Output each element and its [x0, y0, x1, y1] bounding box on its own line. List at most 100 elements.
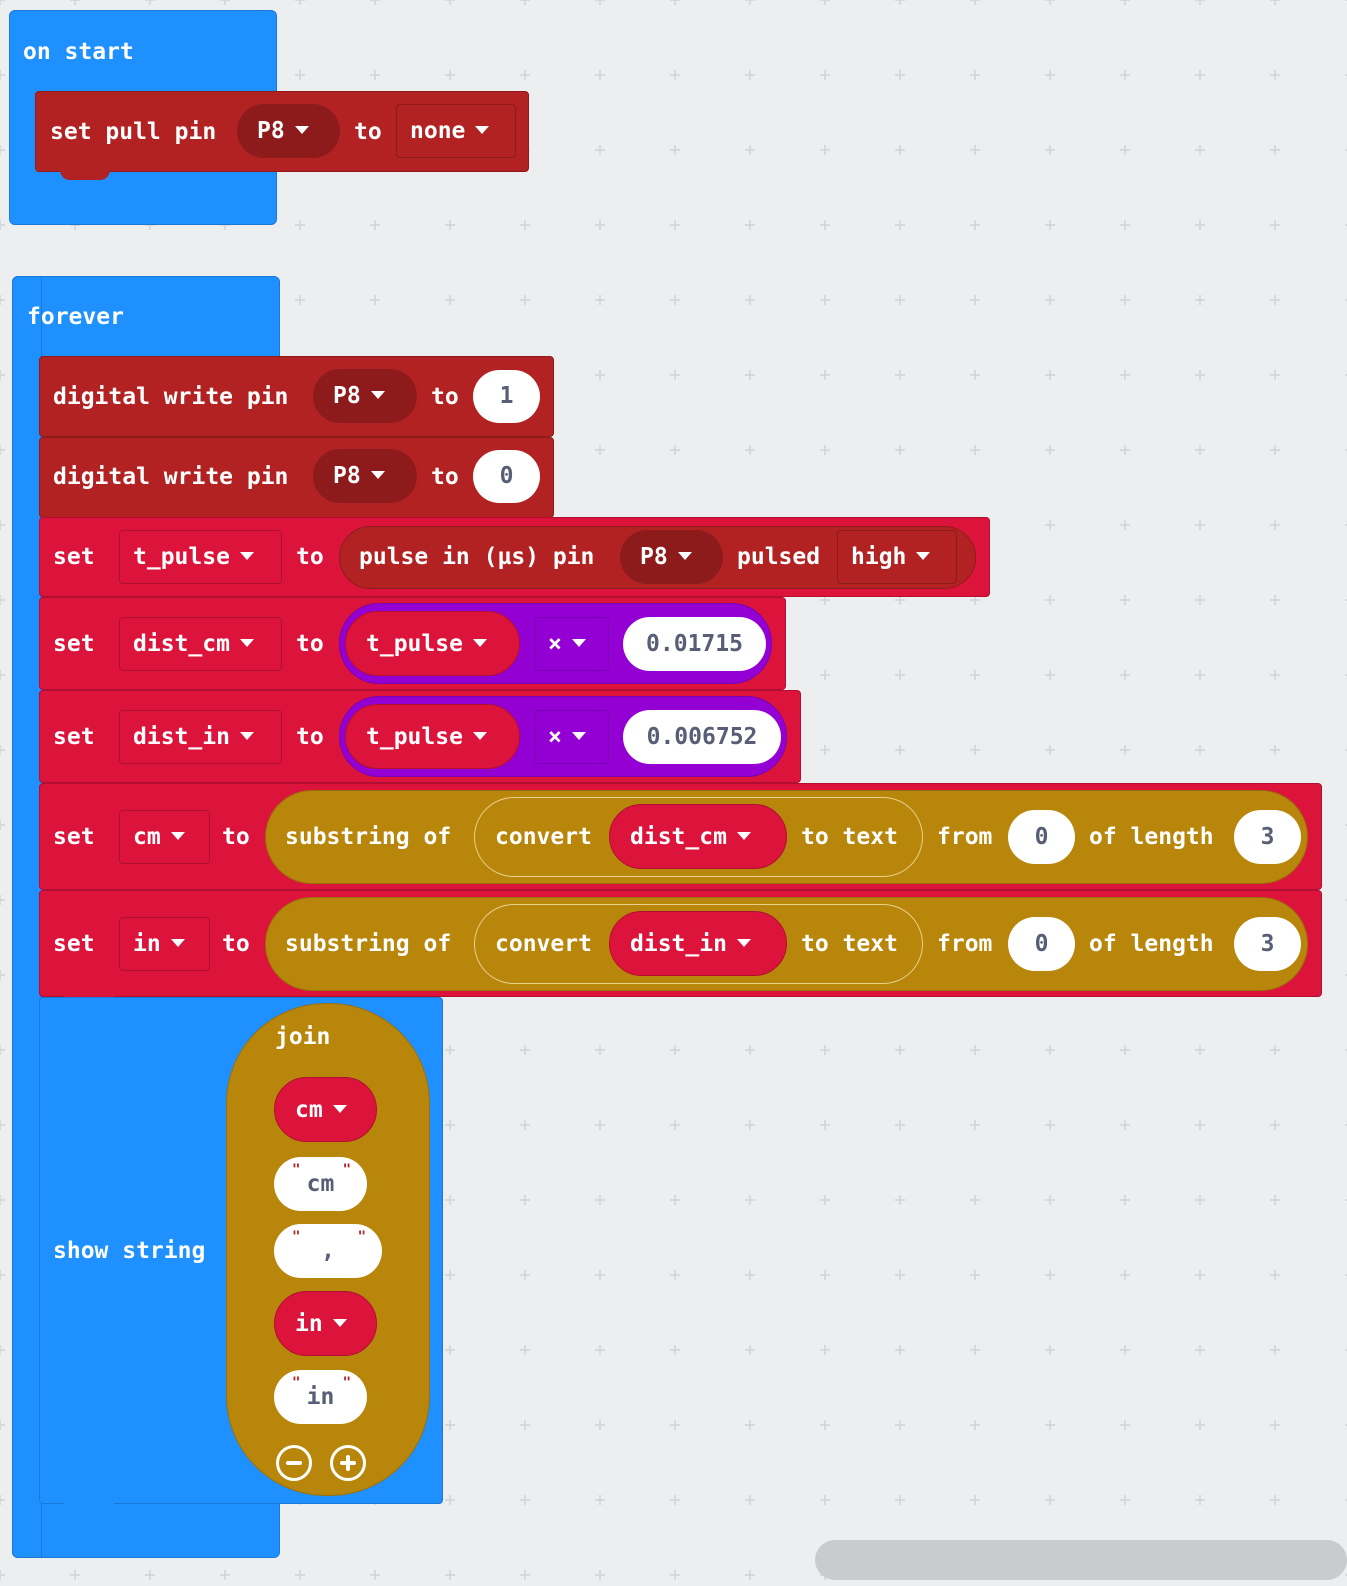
digital-write-label: digital write pin [53, 464, 289, 490]
variable-dropdown[interactable]: dist_in [119, 710, 282, 764]
join-item-variable-in[interactable]: in [274, 1291, 377, 1356]
pin-dropdown[interactable]: P8 [313, 449, 417, 503]
convert-label: convert [495, 824, 592, 850]
quote-close: " [342, 1162, 351, 1178]
value-input[interactable]: 0 [473, 450, 540, 503]
join-item-string-comma[interactable]: " , " [274, 1224, 382, 1278]
source-variable[interactable]: dist_in [609, 911, 787, 976]
to-label: to [431, 384, 459, 410]
to-label: to [222, 931, 250, 957]
pin-value: P8 [333, 383, 361, 409]
from-label: from [937, 824, 993, 850]
join-item-string-cm[interactable]: " cm " [274, 1157, 367, 1211]
string-value: , [321, 1238, 335, 1264]
variable-name: in [133, 931, 161, 957]
caret-down-icon [370, 390, 385, 399]
variable-dropdown[interactable]: in [119, 917, 210, 971]
to-label: to [222, 824, 250, 850]
variable-dropdown[interactable]: t_pulse [119, 530, 282, 584]
operator-symbol: × [548, 724, 562, 750]
set-label: set [53, 724, 95, 750]
factor-input[interactable]: 0.006752 [623, 710, 781, 764]
set-pull-pin-label: set pull pin [50, 119, 217, 145]
forever-block-body [12, 276, 42, 1558]
digital-write-block-1[interactable] [39, 356, 554, 437]
digital-write-block-2[interactable] [39, 437, 554, 518]
join-label: join [275, 1024, 331, 1050]
variable-name: cm [133, 824, 161, 850]
minus-circle-icon[interactable] [276, 1445, 312, 1481]
operand-variable[interactable]: t_pulse [345, 704, 520, 769]
length-input[interactable]: 3 [1234, 810, 1301, 864]
pin-dropdown[interactable]: P8 [237, 104, 340, 158]
quote-open: " [292, 1375, 301, 1391]
to-text-label: to text [801, 824, 898, 850]
variable-name: dist_in [133, 724, 230, 750]
caret-down-icon [239, 551, 254, 560]
pulsed-label: pulsed [737, 544, 821, 570]
of-length-label: of length [1089, 931, 1214, 957]
variable-dropdown[interactable]: cm [119, 810, 210, 864]
caret-down-icon [736, 938, 751, 947]
operand-variable[interactable]: t_pulse [345, 611, 520, 676]
pull-mode-value: none [410, 118, 466, 144]
to-label: to [296, 724, 324, 750]
plus-circle-icon[interactable] [330, 1445, 366, 1481]
convert-to-text-block[interactable] [474, 904, 923, 984]
from-label: from [937, 931, 993, 957]
set-label: set [53, 824, 95, 850]
convert-label: convert [495, 931, 592, 957]
operand-name: t_pulse [366, 631, 463, 657]
substring-label: substring of [285, 824, 452, 850]
variable-dropdown[interactable]: dist_cm [119, 617, 282, 671]
from-input[interactable]: 0 [1008, 917, 1075, 971]
forever-label: forever [27, 304, 124, 330]
to-label: to [296, 631, 324, 657]
digital-write-label: digital write pin [53, 384, 289, 410]
caret-down-icon [239, 731, 254, 740]
of-length-label: of length [1089, 824, 1214, 850]
factor-input[interactable]: 0.01715 [623, 617, 766, 671]
string-value: in [306, 1384, 335, 1410]
caret-down-icon [332, 1104, 347, 1113]
caret-down-icon [736, 831, 751, 840]
pin-dropdown[interactable]: P8 [313, 369, 417, 423]
horizontal-scrollbar[interactable] [815, 1540, 1347, 1580]
join-item-variable-cm[interactable]: cm [274, 1077, 377, 1142]
operator-dropdown[interactable]: × [534, 710, 609, 764]
operator-dropdown[interactable]: × [534, 617, 609, 671]
convert-to-text-block[interactable] [474, 797, 923, 877]
to-text-label: to text [801, 931, 898, 957]
string-value: cm [306, 1171, 335, 1197]
caret-down-icon [571, 731, 586, 740]
to-label: to [296, 544, 324, 570]
from-input[interactable]: 0 [1008, 810, 1075, 864]
pin-value: P8 [640, 544, 668, 570]
show-string-label: show string [53, 1238, 206, 1264]
pull-mode-dropdown[interactable]: none [396, 104, 516, 158]
caret-down-icon [370, 470, 385, 479]
substring-label: substring of [285, 931, 452, 957]
caret-down-icon [472, 638, 487, 647]
quote-close: " [342, 1375, 351, 1391]
value-input[interactable]: 1 [473, 370, 540, 423]
notch [60, 170, 110, 180]
source-variable[interactable]: dist_cm [609, 804, 787, 869]
variable-name: dist_cm [133, 631, 230, 657]
source-name: dist_cm [630, 824, 727, 850]
caret-down-icon [170, 831, 185, 840]
notch [64, 1502, 114, 1512]
quote-open: " [292, 1229, 301, 1245]
pulse-level-value: high [851, 544, 907, 570]
pin-dropdown[interactable]: P8 [620, 530, 723, 584]
quote-close: " [357, 1229, 366, 1245]
source-name: dist_in [630, 931, 727, 957]
caret-down-icon [332, 1318, 347, 1327]
length-input[interactable]: 3 [1234, 917, 1301, 971]
variable-name: cm [295, 1097, 323, 1123]
pulse-level-dropdown[interactable]: high [837, 530, 957, 584]
pin-value: P8 [333, 463, 361, 489]
pin-value: P8 [257, 118, 285, 144]
join-item-string-in[interactable]: " in " [274, 1370, 367, 1424]
variable-name: t_pulse [133, 544, 230, 570]
